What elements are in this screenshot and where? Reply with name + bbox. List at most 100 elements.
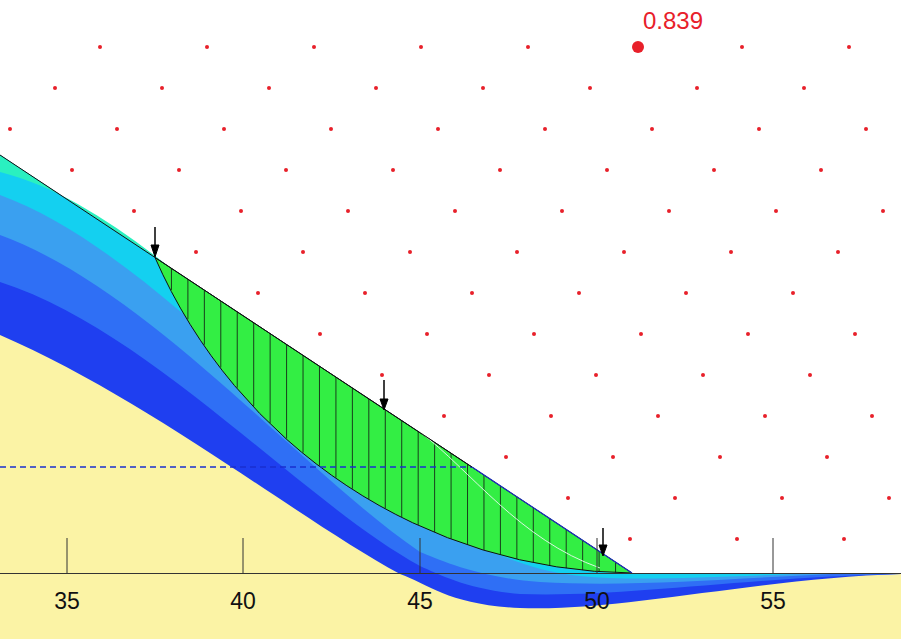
slice-line bbox=[401, 421, 402, 517]
grid-point bbox=[329, 127, 333, 131]
grid-point bbox=[808, 373, 812, 377]
slice-line bbox=[533, 508, 534, 563]
grid-point bbox=[515, 250, 519, 254]
grid-point bbox=[695, 86, 699, 90]
axis-label: 40 bbox=[230, 590, 256, 613]
slice-line bbox=[220, 301, 221, 367]
grid-point bbox=[436, 127, 440, 131]
axis-label: 50 bbox=[584, 590, 610, 613]
grid-point bbox=[802, 86, 806, 90]
grid-point bbox=[639, 332, 643, 336]
grid-point bbox=[836, 250, 840, 254]
slice-line bbox=[335, 377, 336, 477]
grid-point bbox=[763, 414, 767, 418]
grid-point bbox=[628, 537, 632, 541]
grid-point bbox=[791, 291, 795, 295]
grid-point bbox=[442, 414, 446, 418]
grid-point bbox=[887, 496, 891, 500]
grid-point bbox=[729, 250, 733, 254]
grid-point bbox=[566, 496, 570, 500]
contour-band bbox=[0, 155, 720, 574]
slice-line bbox=[599, 551, 600, 571]
load-arrow bbox=[151, 227, 607, 556]
safety-factor: 0.839 bbox=[643, 9, 703, 33]
contour-band bbox=[0, 155, 830, 579]
grid-point bbox=[673, 496, 677, 500]
slice-line bbox=[368, 399, 369, 499]
slice-line bbox=[566, 529, 567, 568]
grid-point bbox=[746, 332, 750, 336]
grid-point bbox=[780, 496, 784, 500]
slice-line bbox=[467, 464, 468, 544]
grid-point bbox=[363, 291, 367, 295]
grid-point bbox=[53, 86, 57, 90]
grid-point bbox=[194, 250, 198, 254]
slice-line bbox=[187, 279, 188, 319]
grid-point bbox=[98, 45, 102, 49]
grid-point bbox=[735, 537, 739, 541]
grid-point bbox=[498, 168, 502, 172]
grid-point bbox=[312, 45, 316, 49]
grid-point bbox=[588, 86, 592, 90]
slice-line bbox=[303, 355, 304, 452]
slice-line bbox=[171, 268, 172, 290]
ground-line bbox=[0, 573, 901, 574]
grid-point bbox=[701, 373, 705, 377]
grid-point bbox=[864, 127, 868, 131]
grid-point bbox=[560, 209, 564, 213]
grid-point bbox=[757, 127, 761, 131]
grid-point bbox=[611, 455, 615, 459]
slice-line bbox=[451, 453, 452, 538]
contour-band bbox=[0, 155, 860, 584]
grid-point bbox=[870, 414, 874, 418]
slice-line bbox=[270, 334, 271, 423]
grid-point bbox=[577, 291, 581, 295]
inner-contour bbox=[420, 432, 600, 568]
slice-line bbox=[615, 562, 616, 572]
grid-point bbox=[481, 86, 485, 90]
grid-point bbox=[605, 168, 609, 172]
slice-line bbox=[516, 497, 517, 559]
slice-line bbox=[204, 290, 205, 345]
slope-surface bbox=[472, 467, 632, 573]
grid-point bbox=[656, 414, 660, 418]
axis-tick bbox=[773, 538, 774, 573]
grid-point bbox=[594, 373, 598, 377]
grid-point bbox=[504, 455, 508, 459]
grid-point bbox=[374, 86, 378, 90]
slice-line bbox=[237, 312, 238, 388]
grid-point bbox=[132, 209, 136, 213]
water-table bbox=[0, 466, 472, 468]
grid-point bbox=[470, 291, 474, 295]
grid-point bbox=[391, 168, 395, 172]
grid-point bbox=[526, 45, 530, 49]
grid-point bbox=[160, 86, 164, 90]
slope-surface bbox=[0, 155, 472, 467]
slice-line bbox=[483, 475, 484, 550]
axis-tick bbox=[420, 538, 421, 573]
grid-point bbox=[684, 291, 688, 295]
slice-line bbox=[286, 345, 287, 439]
critical-centre bbox=[632, 41, 644, 53]
grid-point bbox=[532, 332, 536, 336]
grid-point bbox=[718, 455, 722, 459]
axis-tick bbox=[597, 538, 598, 573]
grid-point bbox=[622, 250, 626, 254]
grid-point bbox=[177, 168, 181, 172]
grid-point bbox=[70, 168, 74, 172]
grid-point bbox=[650, 127, 654, 131]
axis-label: 35 bbox=[54, 590, 80, 613]
grid-point bbox=[543, 127, 547, 131]
grid-point bbox=[318, 332, 322, 336]
axis-label: 55 bbox=[760, 590, 786, 613]
grid-point bbox=[774, 209, 778, 213]
grid-point bbox=[380, 373, 384, 377]
slice-line bbox=[352, 388, 353, 489]
grid-point bbox=[239, 209, 243, 213]
grid-point bbox=[847, 45, 851, 49]
slice-line bbox=[549, 519, 550, 566]
grid-point bbox=[819, 168, 823, 172]
grid-point bbox=[284, 168, 288, 172]
grid-point bbox=[419, 45, 423, 49]
